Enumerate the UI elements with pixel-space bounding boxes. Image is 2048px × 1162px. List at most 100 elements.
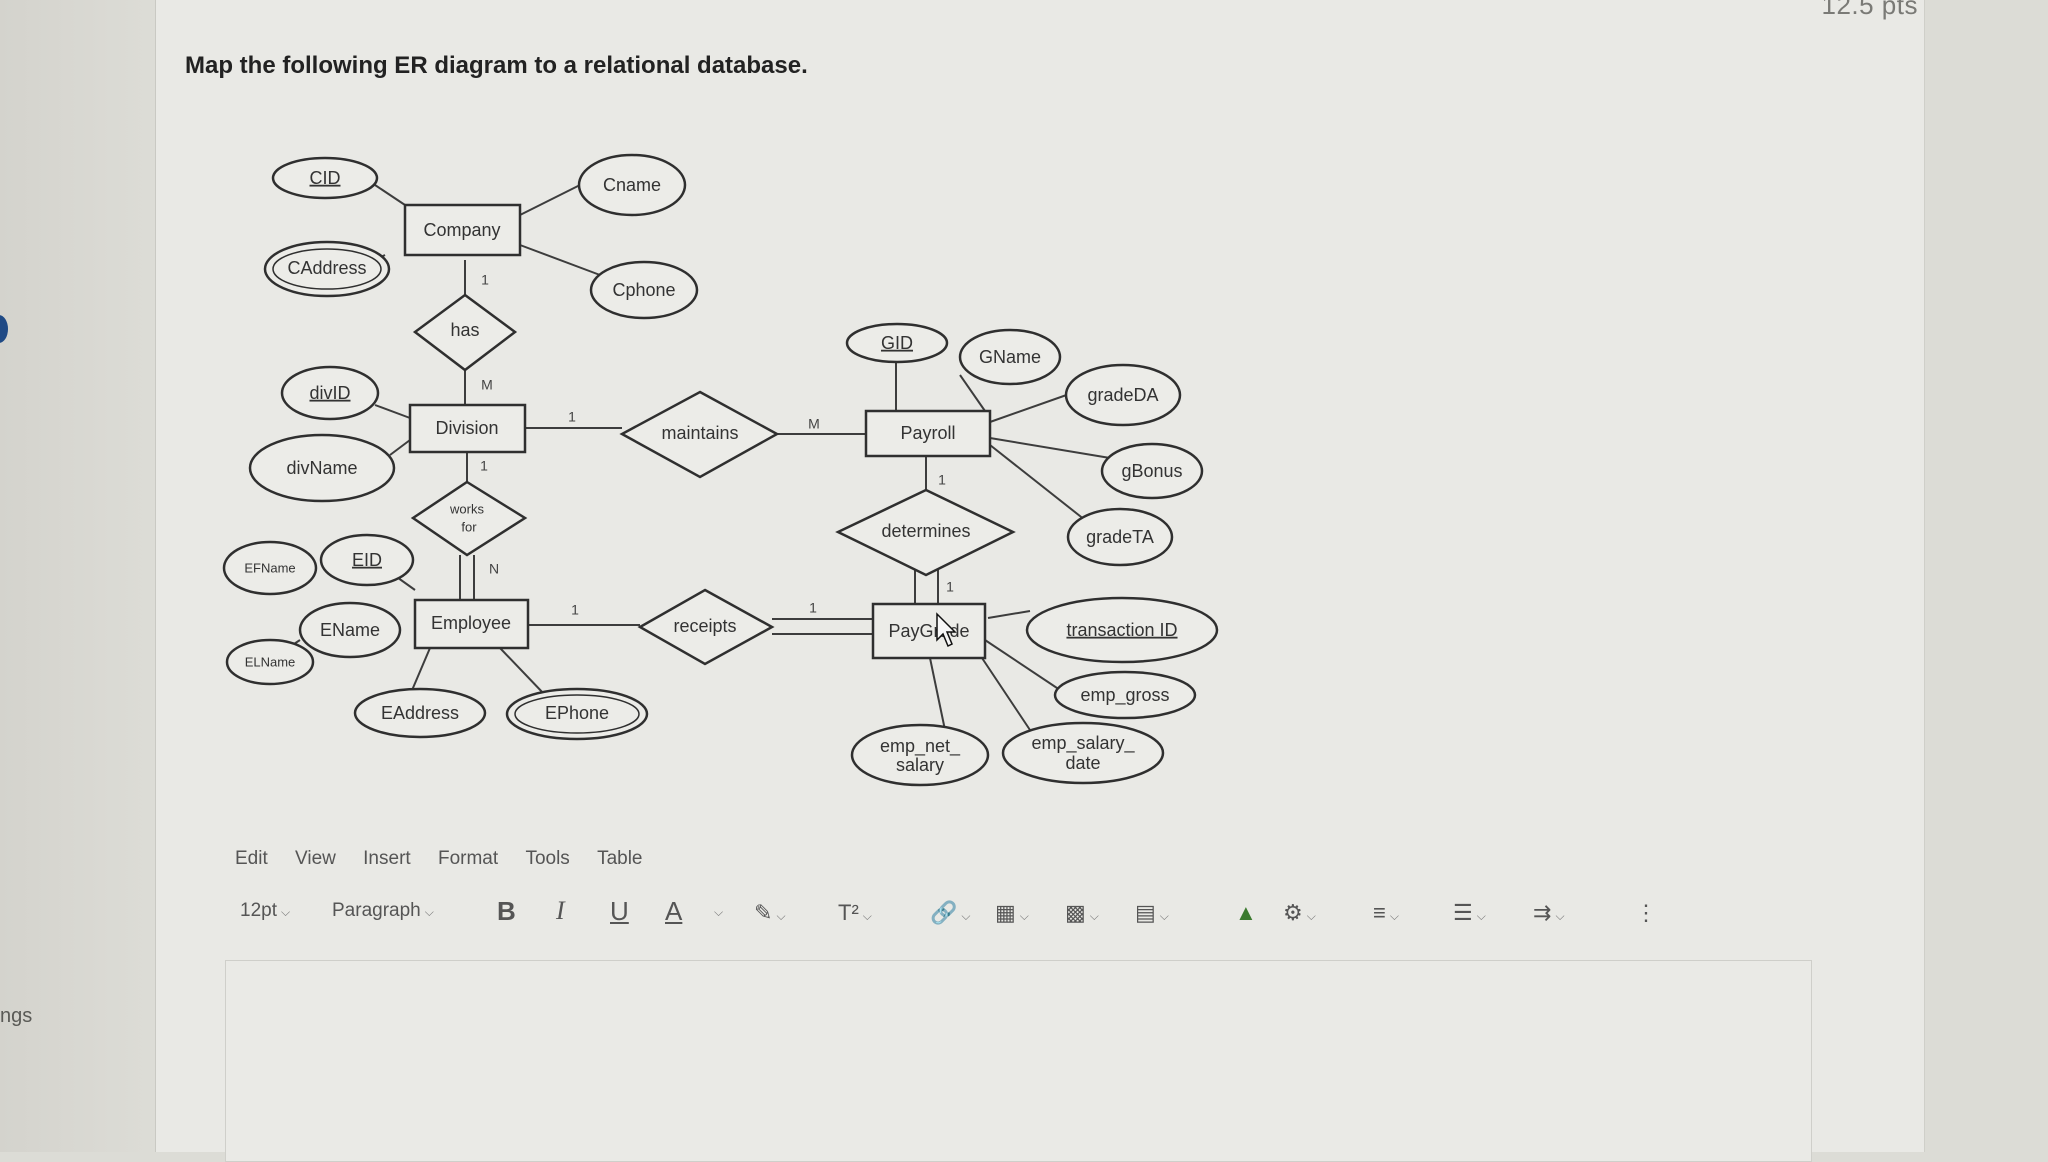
- cardinality-division-works: 1: [480, 458, 488, 474]
- question-text: Map the following ER diagram to a relati…: [185, 52, 808, 79]
- cardinality-payroll-determines: 1: [938, 472, 946, 488]
- menu-tools[interactable]: Tools: [525, 848, 570, 869]
- chevron-down-icon: ⌵: [424, 905, 434, 919]
- attribute-divid: [280, 365, 380, 421]
- bulleted-list-icon[interactable]: ☰⌵: [1453, 900, 1486, 925]
- cardinality-receipts-paygrade: 1: [809, 600, 817, 616]
- menu-edit[interactable]: Edit: [235, 848, 268, 869]
- menu-format[interactable]: Format: [437, 848, 499, 869]
- relationship-determines: [835, 488, 1016, 577]
- align-icon[interactable]: ≡⌵: [1373, 900, 1399, 925]
- attribute-gbonus-label: gBonus: [1121, 461, 1182, 481]
- answer-editor-area[interactable]: [225, 960, 1812, 1162]
- media-icon[interactable]: ▩⌵: [1065, 900, 1099, 925]
- attribute-elname-label: ELName: [245, 654, 296, 669]
- attribute-cid: [271, 156, 379, 200]
- superscript-button[interactable]: T²⌵: [838, 900, 872, 925]
- relationship-works-label: works: [449, 501, 484, 516]
- attribute-transaction-id: [1025, 596, 1219, 664]
- attribute-eid-label: EID: [352, 550, 382, 570]
- menu-insert[interactable]: Insert: [363, 848, 411, 869]
- entity-employee: [413, 598, 530, 650]
- attribute-gradeta: [1066, 507, 1174, 567]
- relationship-determines-label: determines: [881, 521, 970, 541]
- cardinality-works-employee: N: [489, 561, 499, 577]
- attribute-emp-gross-label: emp_gross: [1080, 685, 1169, 706]
- points-label: 12.5 pts: [1821, 0, 1918, 20]
- chevron-down-icon: ⌵: [280, 905, 291, 919]
- entity-division: [408, 403, 527, 454]
- attribute-ename-label: EName: [320, 620, 380, 640]
- attribute-eaddress-label: EAddress: [381, 703, 459, 723]
- attribute-gradeda-label: gradeDA: [1087, 385, 1158, 405]
- attribute-emp-net-salary: [850, 723, 990, 787]
- attribute-efname: [222, 540, 318, 596]
- cardinality-division-maintains: 1: [568, 409, 576, 425]
- cardinality-employee-receipts: 1: [571, 602, 579, 618]
- attribute-eaddress: [353, 687, 487, 739]
- attribute-ephone-inner: [514, 694, 640, 734]
- entity-company-label: Company: [423, 220, 500, 240]
- document-icon[interactable]: ▤⌵: [1135, 900, 1169, 925]
- relationship-maintains: [619, 390, 780, 479]
- attribute-cphone-label: Cphone: [612, 280, 675, 300]
- apps-plug-icon[interactable]: ⚙⌵: [1283, 900, 1316, 925]
- chevron-down-icon[interactable]: ⌵: [714, 905, 724, 919]
- attribute-emp-salary-label-2: date: [1065, 753, 1100, 773]
- underline-button[interactable]: U: [610, 896, 629, 926]
- attribute-eid: [319, 533, 415, 587]
- connector-lines: [269, 184, 1111, 731]
- attribute-transaction-id-label: transaction ID: [1066, 620, 1177, 640]
- attribute-efname-label: EFName: [244, 560, 295, 575]
- cardinality-maintains-payroll: M: [808, 416, 820, 432]
- attribute-gname-label: GName: [979, 347, 1041, 367]
- relationship-receipts-label: receipts: [673, 616, 736, 636]
- relationship-has-label: has: [450, 320, 479, 340]
- attribute-cname-label: Cname: [603, 175, 661, 195]
- cardinality-determines-paygrade: 1: [946, 579, 954, 595]
- entity-paygrade-label: PayGrade: [888, 621, 969, 641]
- italic-button[interactable]: I: [556, 896, 565, 925]
- attribute-ephone-label: EPhone: [545, 703, 609, 723]
- cardinality-has-division: M: [481, 377, 493, 393]
- attribute-caddress-label: CAddress: [287, 258, 366, 278]
- attribute-caddress-inner: [272, 248, 382, 290]
- entity-payroll-label: Payroll: [900, 423, 955, 443]
- highlight-pen-icon[interactable]: ✎⌵: [754, 900, 786, 925]
- attribute-gbonus: [1100, 442, 1204, 500]
- attribute-divname-label: divName: [286, 458, 357, 478]
- attribute-divname: [248, 433, 396, 503]
- google-drive-icon[interactable]: ▲: [1235, 900, 1257, 925]
- attribute-emp-net-label-2: salary: [896, 755, 944, 775]
- image-icon[interactable]: ▦⌵: [995, 900, 1029, 925]
- text-color-button[interactable]: A: [665, 896, 683, 926]
- cardinality-company-has: 1: [481, 272, 489, 288]
- attribute-gradeta-label: gradeTA: [1086, 527, 1154, 547]
- more-options-icon[interactable]: ⋮: [1635, 900, 1657, 925]
- attribute-ename: [298, 601, 402, 659]
- attribute-cphone: [589, 260, 699, 320]
- block-format-select[interactable]: Paragraph⌵: [332, 900, 434, 922]
- relationship-works-for: [410, 480, 528, 557]
- attribute-gid: [845, 322, 949, 364]
- attribute-gradeda: [1064, 363, 1182, 427]
- attribute-gid-label: GID: [881, 333, 913, 353]
- side-nav-label[interactable]: ngs: [0, 1005, 33, 1027]
- font-size-select[interactable]: 12pt⌵: [240, 900, 290, 922]
- editor-menu-bar: Edit View Insert Format Tools Table: [235, 848, 665, 870]
- attribute-emp-gross: [1053, 670, 1197, 720]
- entity-payroll: [864, 409, 992, 458]
- menu-view[interactable]: View: [295, 848, 336, 869]
- block-format-value: Paragraph: [332, 900, 421, 921]
- entity-company: [403, 203, 522, 257]
- bold-button[interactable]: B: [497, 896, 516, 926]
- menu-table[interactable]: Table: [597, 848, 643, 869]
- attribute-cname: [577, 153, 687, 217]
- attribute-elname: [225, 638, 315, 686]
- relationship-receipts: [637, 588, 775, 666]
- link-icon[interactable]: 🔗⌵: [930, 900, 971, 925]
- indent-icon[interactable]: ⇉⌵: [1533, 900, 1565, 925]
- relationship-for-label: for: [461, 519, 477, 534]
- entity-employee-label: Employee: [431, 613, 511, 633]
